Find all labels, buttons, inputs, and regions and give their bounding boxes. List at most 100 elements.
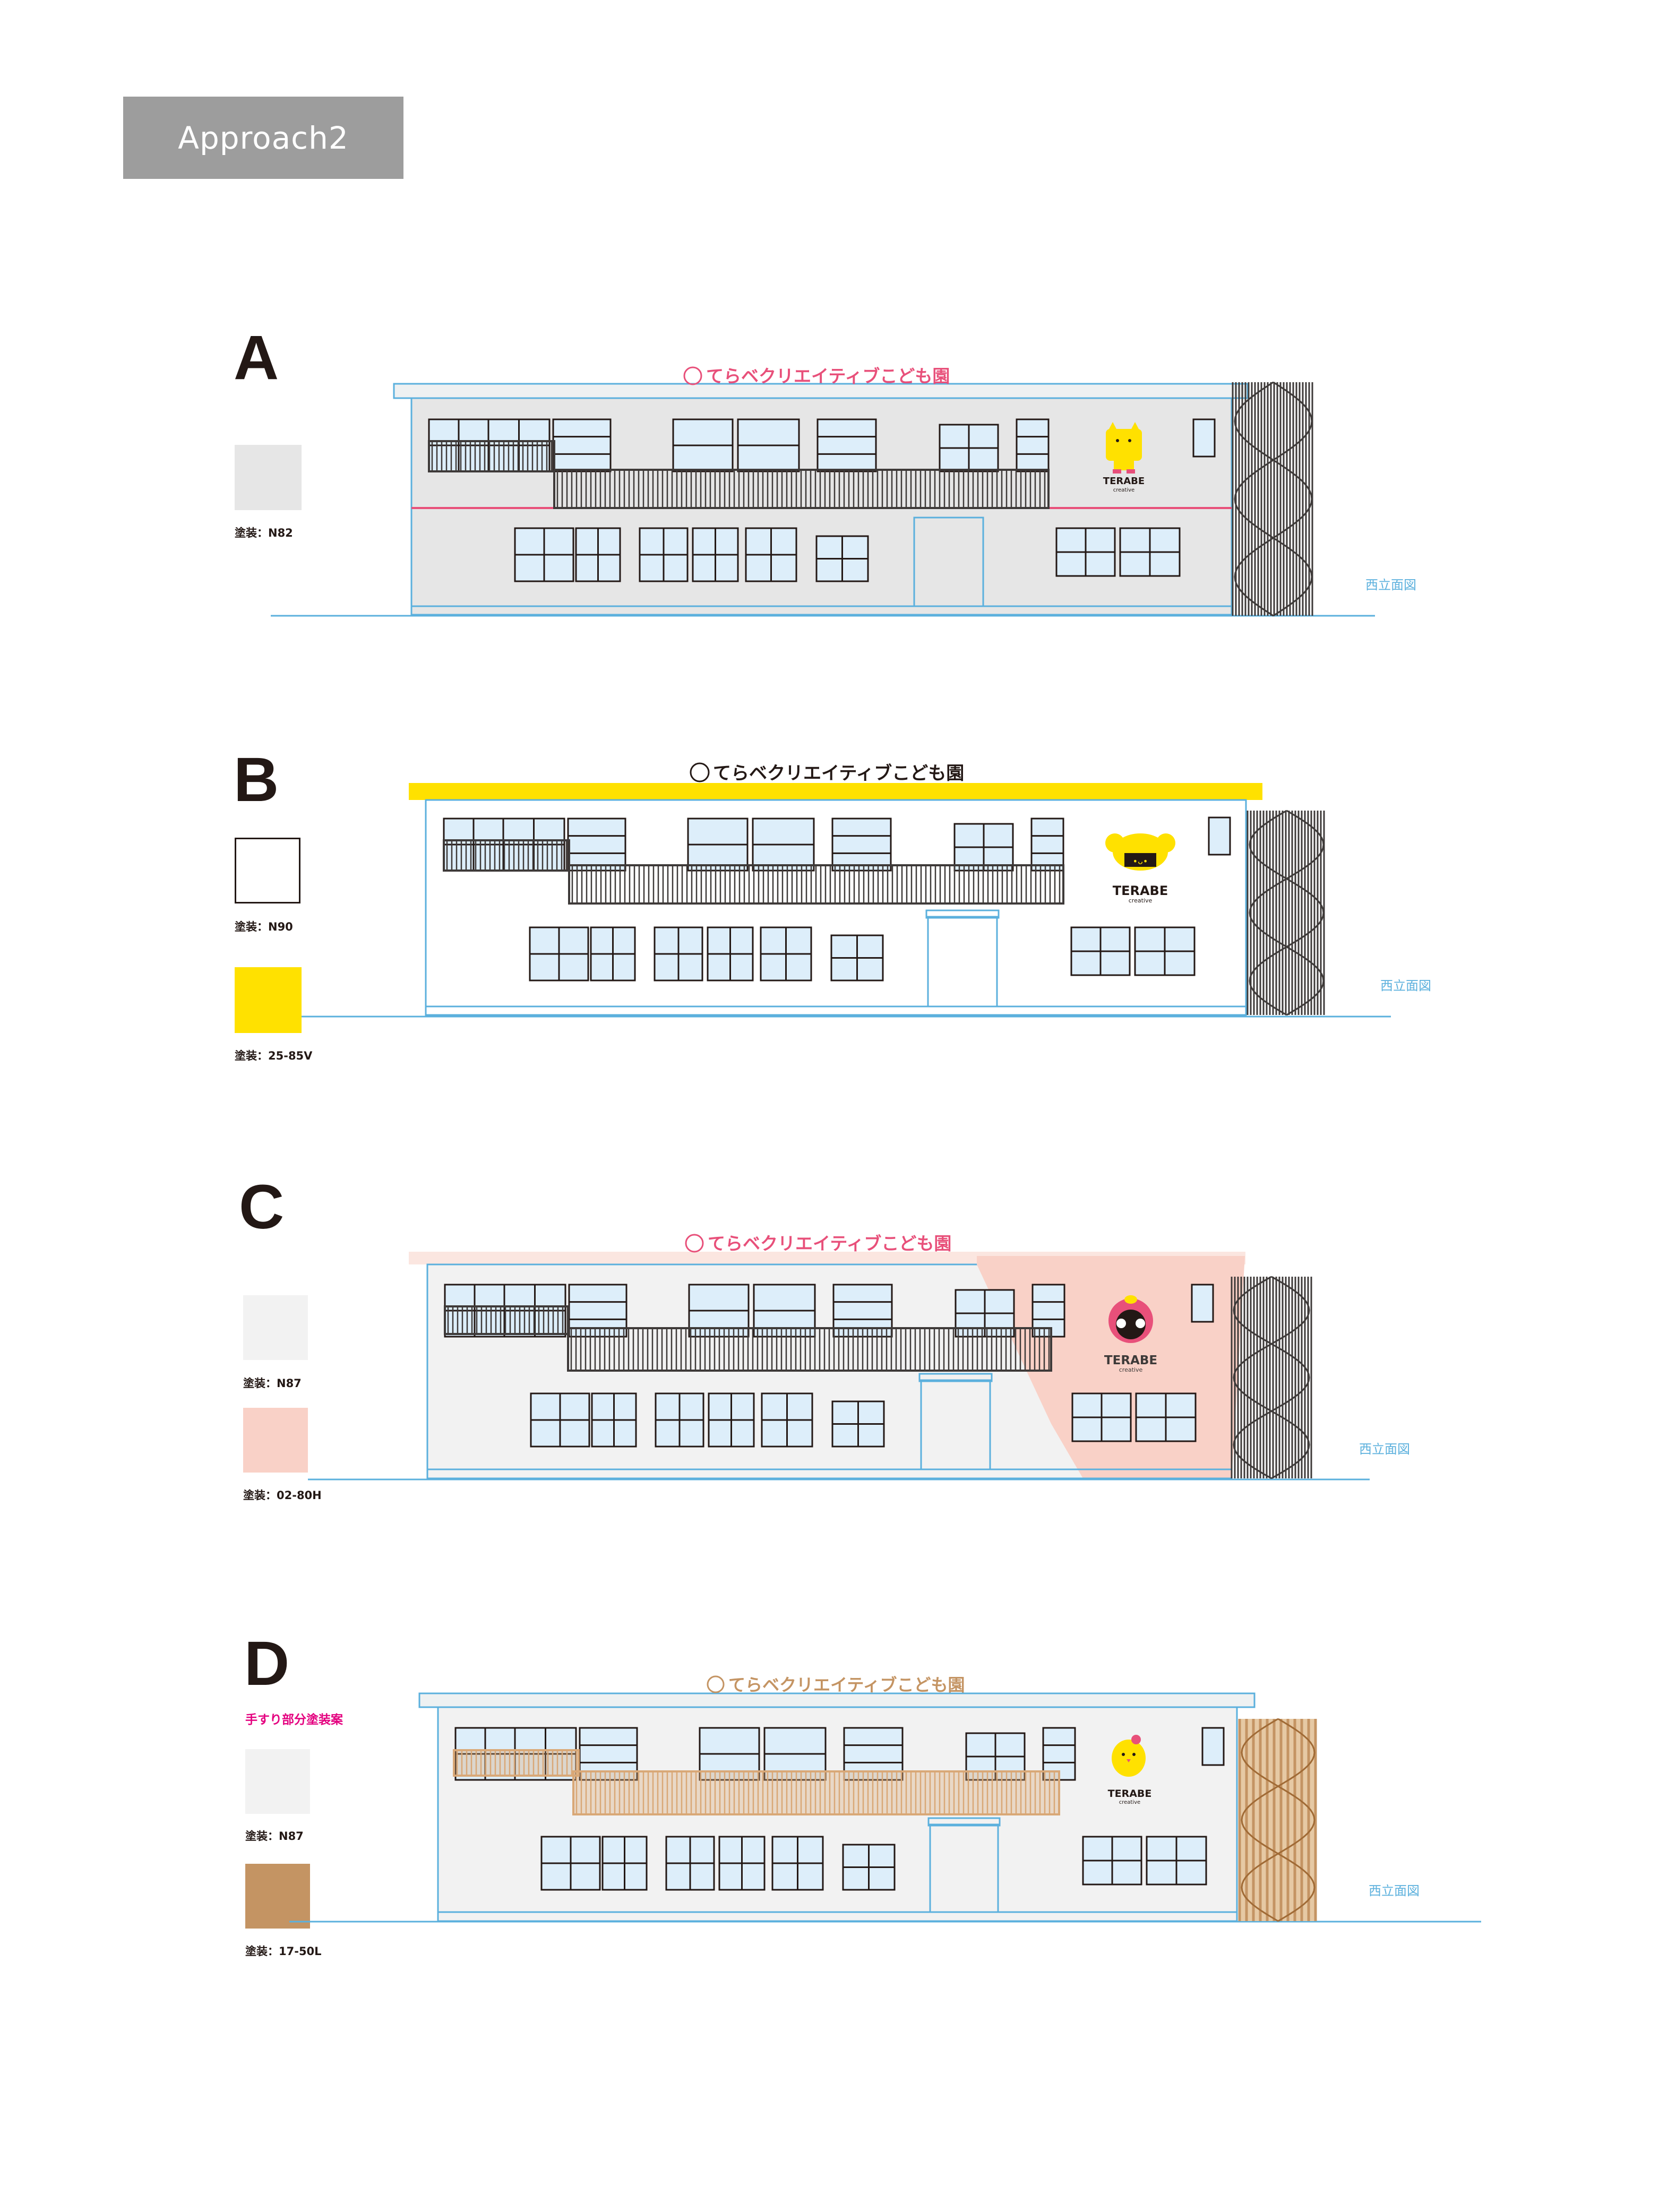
sign-mark-b <box>690 762 710 782</box>
sign-d: てらベクリエイティブこども園 <box>728 1675 965 1695</box>
window <box>575 527 621 582</box>
small-window-b <box>1208 816 1231 856</box>
window <box>760 926 812 982</box>
window <box>590 926 636 982</box>
variant-b-label: B <box>234 745 279 815</box>
logo-c: TERABE <box>1104 1354 1157 1367</box>
window <box>529 926 589 982</box>
window <box>665 1836 715 1891</box>
paint-label-c2: 塗装：02-80H <box>243 1489 322 1502</box>
window <box>639 527 689 582</box>
sign-b: てらベクリエイティブこども園 <box>713 763 964 784</box>
window <box>487 418 551 472</box>
railing-paint-note: 手すり部分塗装案 <box>245 1713 343 1727</box>
logo-d: TERABE <box>1108 1788 1152 1800</box>
elevation-label-a: 西立面図 <box>1365 578 1416 592</box>
railing <box>428 440 555 472</box>
elevation-c: TERABE creative てらベクリエイティブこども園 西立面図 <box>308 1233 1410 1481</box>
svg-text:•ᴗ•: •ᴗ• <box>1133 856 1148 866</box>
logo-sub-a: creative <box>1113 487 1134 493</box>
roof-d <box>418 1692 1256 1708</box>
paint-label-b2: 塗装：25-85V <box>235 1049 313 1062</box>
window <box>1016 418 1050 472</box>
mascot-c <box>1108 1295 1153 1343</box>
swatch-c1 <box>243 1295 308 1360</box>
door-a <box>913 517 984 607</box>
window <box>816 418 877 472</box>
windows-a <box>428 418 1181 582</box>
louver-fins <box>1247 810 1325 1016</box>
sign-mark-c <box>685 1234 704 1253</box>
window <box>752 817 815 872</box>
sign-mark-a <box>683 366 702 385</box>
balcony-d <box>453 1749 1060 1815</box>
window <box>1030 817 1064 872</box>
paint-label-d2: 塗装：17-50L <box>245 1945 322 1958</box>
logo-sub-d: creative <box>1119 1800 1140 1805</box>
window <box>1070 926 1131 976</box>
small-window-a <box>1192 418 1216 458</box>
roof-a <box>393 383 1249 399</box>
louver-fins <box>1232 381 1313 617</box>
paint-label-a1: 塗装：N82 <box>235 527 293 539</box>
window <box>955 1289 1015 1338</box>
window <box>514 527 574 582</box>
window <box>761 1392 813 1448</box>
elevation-a: TERABE creative てらベクリエイティブこども園 西立面図 <box>271 366 1416 617</box>
fins-b <box>1247 810 1325 1016</box>
railing <box>572 1770 1060 1815</box>
louver-fins <box>1238 1718 1317 1922</box>
railing <box>568 864 1064 905</box>
small-window-c <box>1191 1284 1214 1323</box>
elevation-label-b: 西立面図 <box>1380 978 1431 993</box>
window <box>654 926 703 982</box>
sign-a: てらベクリエイティブこども園 <box>706 366 950 386</box>
logo-b: TERABE <box>1113 883 1168 898</box>
window <box>771 1836 824 1891</box>
paint-label-c1: 塗装：N87 <box>243 1377 302 1390</box>
window <box>503 1284 566 1338</box>
elevation-d: TERABE creative てらベクリエイティブこども園 西立面図 <box>289 1675 1481 1923</box>
fins-a <box>1232 381 1313 617</box>
logo-a: TERABE <box>1103 476 1145 487</box>
variant-d-label: D <box>244 1629 290 1699</box>
window <box>1135 1392 1197 1442</box>
approach-tag: Approach2 <box>123 97 403 179</box>
window <box>692 527 739 582</box>
window <box>737 418 800 472</box>
elevation-b: •ᴗ• TERABE creative てらベクリエイティブこども園 西立面図 <box>302 762 1431 1018</box>
window <box>953 823 1014 872</box>
window <box>815 535 869 582</box>
fins-d <box>1238 1718 1317 1922</box>
fins-c <box>1231 1276 1312 1479</box>
door-d <box>929 1823 999 1913</box>
window <box>502 817 565 872</box>
window <box>708 1392 755 1448</box>
balcony-a <box>428 440 1050 509</box>
swatch-b2 <box>235 967 302 1033</box>
window <box>831 817 892 872</box>
railing <box>567 1327 1052 1372</box>
balcony-c <box>444 1305 1052 1372</box>
variant-a-label: A <box>234 323 279 393</box>
door-c <box>920 1379 991 1470</box>
window <box>718 1836 766 1891</box>
small-window-d <box>1201 1727 1225 1766</box>
railing <box>444 1305 569 1335</box>
window <box>1134 926 1196 976</box>
railing <box>553 469 1050 509</box>
window <box>672 418 734 472</box>
window <box>540 1836 601 1891</box>
swatch-d1 <box>245 1749 310 1814</box>
window <box>567 817 626 872</box>
mascot-a <box>1106 422 1142 474</box>
window <box>601 1836 648 1891</box>
louver-fins <box>1231 1276 1312 1479</box>
window <box>1055 527 1116 577</box>
elevation-label-d: 西立面図 <box>1369 1883 1420 1898</box>
window <box>1082 1836 1142 1886</box>
window <box>1146 1836 1207 1886</box>
roof-b <box>409 783 1262 800</box>
window <box>655 1392 704 1448</box>
